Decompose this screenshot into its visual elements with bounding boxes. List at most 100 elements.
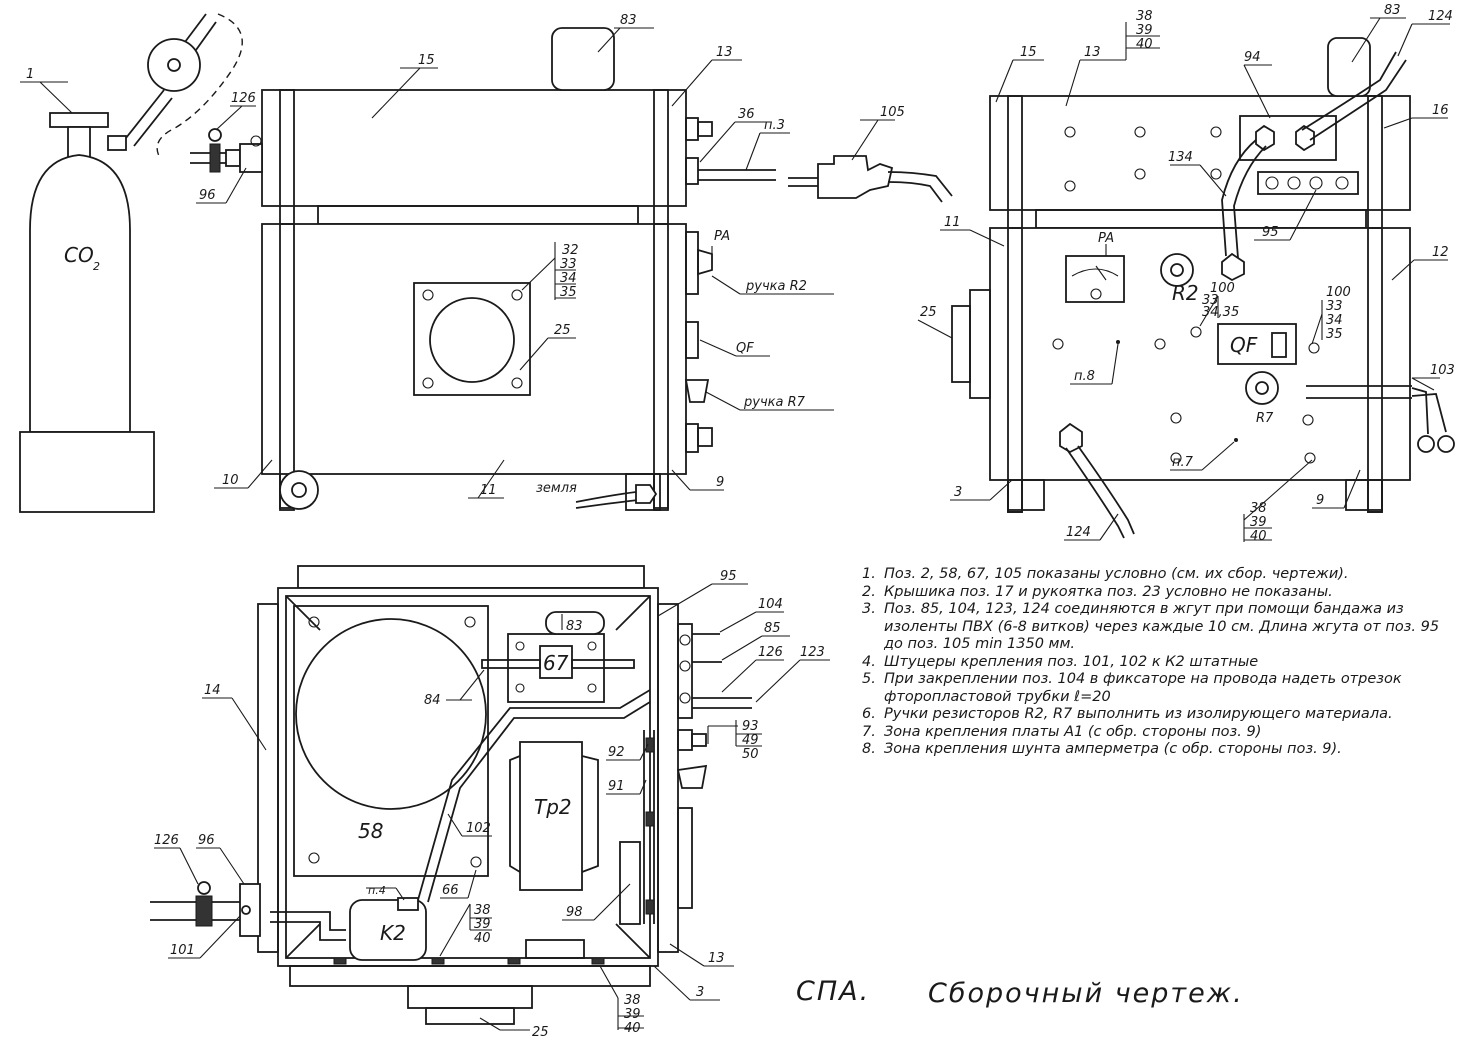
note-item: 4.Штуцеры крепления поз. 101, 102 к К2 ш… — [862, 654, 1462, 672]
callout-33: 33 — [1202, 293, 1219, 308]
callout-14: 14 — [204, 683, 221, 698]
callout-34: 34 — [560, 271, 577, 286]
gas-label-sub: 2 — [93, 260, 100, 273]
callout-100: 100 — [1210, 281, 1235, 296]
callout-91: 91 — [608, 779, 625, 794]
drawing-code: СПА. — [796, 976, 870, 1007]
callout-32: 32 — [562, 243, 579, 258]
note-number: 7. — [862, 723, 876, 740]
callout-102: 102 — [466, 821, 491, 836]
callout-13: 13 — [716, 45, 733, 60]
callout-92: 92 — [608, 745, 625, 760]
callout-9: 9 — [1316, 493, 1324, 508]
callout-95: 95 — [1262, 225, 1279, 240]
label-p8: п.8 — [1074, 369, 1095, 384]
callout-50: 50 — [742, 747, 759, 762]
note-text: Поз. 2, 58, 67, 105 показаны условно (см… — [884, 566, 1349, 582]
callout-66: 66 — [442, 883, 459, 898]
label-tp2: Tp2 — [534, 795, 572, 819]
callout-95: 95 — [720, 569, 737, 584]
note-item: 6.Ручки резисторов R2, R7 выполнить из и… — [862, 706, 1462, 724]
cylinder-callout-1: 1 — [26, 67, 34, 82]
note-number: 5. — [862, 671, 876, 687]
callout-94: 94 — [1244, 50, 1261, 65]
callout-98: 98 — [566, 905, 583, 920]
torch-105: 105 — [788, 105, 953, 203]
callout-83: 83 — [566, 619, 583, 634]
note-text: Зона крепления шунта амперметра (с обр. … — [884, 741, 1342, 757]
ground-label: земля — [536, 481, 577, 496]
top-view: 95 104 83 85 67 126 123 84 14 93 49 50 9… — [150, 565, 830, 1040]
callout-25: 25 — [920, 305, 937, 320]
callout-35: 35 — [560, 285, 577, 300]
callout-124b: 124 — [1066, 525, 1091, 540]
label-58: 58 — [358, 819, 383, 843]
note-number: 1. — [862, 566, 876, 582]
note-item: 7. Зона крепления платы А1 (с обр. сторон… — [862, 724, 1462, 742]
callout-33b: 33 — [1326, 299, 1343, 314]
notes-list: 1. Поз. 2, 58, 67, 105 показаны условно (… — [862, 566, 1462, 759]
co2-cylinder: 1 CO 2 — [19, 13, 243, 513]
gas-label: CO — [64, 243, 94, 267]
note-text: Ручки резисторов R2, R7 выполнить из изо… — [884, 706, 1393, 722]
callout-3: 3 — [696, 985, 704, 1000]
callout-104: 104 — [758, 597, 783, 612]
callout-85: 85 — [764, 621, 781, 636]
callout-knob-r2: ручка R2 — [745, 279, 807, 294]
callout-15: 15 — [1020, 45, 1037, 60]
label-r7: R7 — [1256, 411, 1274, 426]
callout-93: 93 — [742, 719, 759, 734]
note-number: 4. — [862, 653, 876, 670]
note-text: Зона крепления платы А1 (с обр. стороны … — [884, 723, 1262, 740]
callout-10: 10 — [222, 473, 239, 488]
label-r2: R2 — [1172, 281, 1199, 305]
side-view: 126 96 15 83 13 36 п.3 32 33 34 35 25 PA… — [190, 13, 834, 511]
callout-134: 134 — [1168, 150, 1193, 165]
callout-105: 105 — [880, 105, 905, 120]
callout-13: 13 — [708, 951, 725, 966]
callout-13: 13 — [1084, 45, 1101, 60]
callout-49: 49 — [742, 733, 759, 748]
callout-40b: 40 — [624, 1021, 641, 1036]
note-text: При закреплении поз. 104 в фиксаторе на … — [884, 671, 1407, 705]
callout-123: 123 — [800, 645, 825, 660]
callout-3: 3 — [954, 485, 962, 500]
callout-11: 11 — [480, 483, 497, 498]
callout-39b: 39 — [624, 1007, 641, 1022]
callout-40: 40 — [1136, 37, 1153, 52]
callout-35b: 35 — [1326, 327, 1343, 342]
callout-pa: PA — [714, 229, 730, 244]
callout-83: 83 — [620, 13, 637, 28]
label-qf: QF — [1230, 333, 1258, 357]
callout-12: 12 — [1432, 245, 1449, 260]
front-view: 15 13 38 39 40 83 124 94 16 134 95 11 12… — [917, 3, 1455, 544]
callout-11: 11 — [944, 215, 961, 230]
callout-126b: 126 — [154, 833, 179, 848]
note-number: 3. — [862, 601, 876, 617]
callout-38b: 38 — [1250, 501, 1267, 516]
note-text: Поз. 85, 104, 123, 124 соединяются в жгу… — [884, 601, 1444, 652]
callout-103: 103 — [1430, 363, 1455, 378]
note-item: 5. При закреплении поз. 104 в фиксаторе н… — [862, 671, 1462, 706]
callout-knob-r7: ручка R7 — [743, 395, 806, 410]
note-item: 1. Поз. 2, 58, 67, 105 показаны условно (… — [862, 566, 1462, 584]
callout-96: 96 — [199, 188, 216, 203]
callout-96: 96 — [198, 833, 215, 848]
note-item: 2.Крышика поз. 17 и рукоятка поз. 23 усл… — [862, 584, 1462, 602]
callout-36: 36 — [738, 107, 755, 122]
title-block: СПА. Сборочный чертеж. — [796, 976, 1244, 1009]
label-p7: п.7 — [1172, 455, 1194, 470]
callout-9: 9 — [716, 475, 724, 490]
callout-84: 84 — [424, 693, 441, 708]
note-text: Крышика поз. 17 и рукоятка поз. 23 услов… — [884, 583, 1333, 600]
note-item: 3. Поз. 85, 104, 123, 124 соединяются в ж… — [862, 601, 1462, 654]
drawing-title: Сборочный чертеж. — [928, 978, 1244, 1009]
label-p4: п.4 — [368, 884, 386, 897]
callout-39: 39 — [1136, 23, 1153, 38]
callout-126a: 126 — [758, 645, 783, 660]
note-item: 8. Зона крепления шунта амперметра (с обр… — [862, 741, 1462, 759]
callout-39b: 39 — [1250, 515, 1267, 530]
callout-38: 38 — [1136, 9, 1153, 24]
note-number: 8. — [862, 741, 876, 757]
label-k2: K2 — [380, 921, 406, 945]
